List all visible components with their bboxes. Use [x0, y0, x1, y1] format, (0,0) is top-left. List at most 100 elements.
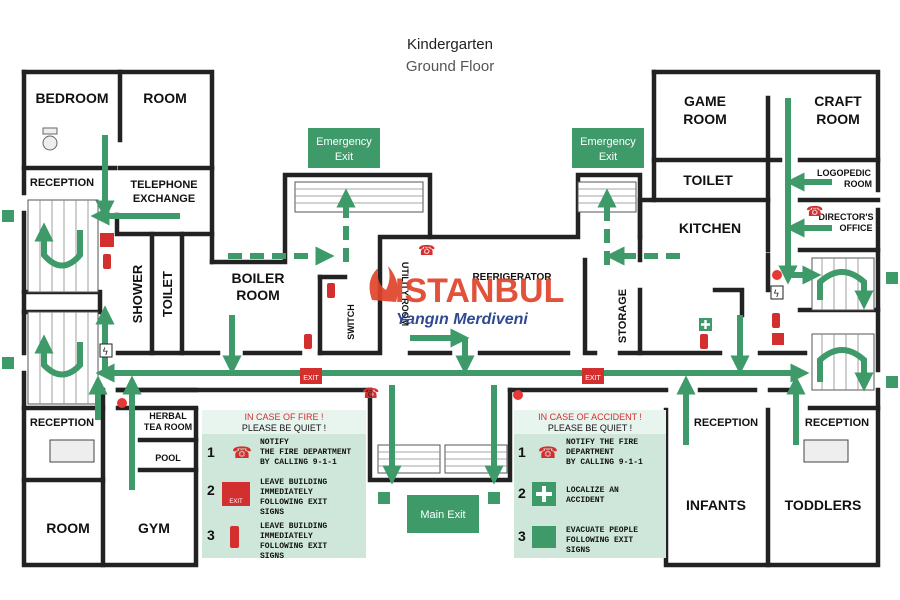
label-herbal-1: HERBAL	[149, 411, 187, 421]
running-man-icon	[378, 492, 390, 504]
svg-text:NOTIFY THE FIRE: NOTIFY THE FIRE	[566, 438, 638, 447]
svg-text:IMMEDIATELY: IMMEDIATELY	[260, 532, 313, 541]
label-reception-top-left: RECEPTION	[30, 177, 94, 189]
alarm-bell-icon	[513, 390, 523, 400]
emergency-exit-right: Emergency Exit	[572, 128, 644, 168]
svg-text:NOTIFY: NOTIFY	[260, 438, 289, 447]
label-shower: SHOWER	[130, 264, 145, 323]
svg-text:2: 2	[207, 482, 215, 498]
fire-alarm-icon	[772, 333, 784, 345]
label-refrigerator: REFRIGERATOR	[472, 272, 552, 283]
label-craft-2: ROOM	[816, 111, 860, 127]
svg-text:SIGNS: SIGNS	[260, 552, 284, 561]
svg-text:EXIT: EXIT	[229, 499, 243, 505]
accident-panel-quiet: PLEASE BE QUIET !	[548, 423, 632, 433]
label-storage: STORAGE	[617, 289, 629, 343]
svg-text:1: 1	[518, 444, 526, 460]
plan-subtitle: Ground Floor	[405, 58, 495, 75]
label-boiler-2: ROOM	[236, 287, 280, 303]
electrical-hazard-icon: ϟ	[770, 285, 784, 300]
label-reception-mid-right: RECEPTION	[694, 417, 758, 429]
phone-icon: ☎	[806, 204, 823, 220]
label-directors-2: OFFICE	[840, 223, 873, 233]
phone-icon: ☎	[538, 443, 558, 462]
evacuation-routes	[34, 98, 874, 490]
toilet-icon	[42, 127, 58, 151]
safety-icons: ☎ ☎ ☎ ϟ ϟ EXIT EXIT	[2, 127, 898, 504]
svg-text:BY CALLING 9-1-1: BY CALLING 9-1-1	[566, 458, 643, 467]
svg-text:EXIT: EXIT	[303, 375, 319, 382]
svg-text:SIGNS: SIGNS	[566, 546, 590, 555]
label-kitchen: KITCHEN	[679, 220, 741, 236]
label-reception-right: RECEPTION	[805, 417, 869, 429]
walls	[21, 69, 881, 568]
svg-text:FOLLOWING EXIT: FOLLOWING EXIT	[260, 498, 327, 507]
svg-text:LEAVE BUILDING: LEAVE BUILDING	[260, 478, 327, 487]
label-pool: POOL	[155, 453, 181, 463]
label-bedroom: BEDROOM	[35, 90, 108, 106]
svg-text:ϟ: ϟ	[102, 347, 109, 358]
label-gym: GYM	[138, 520, 170, 536]
svg-text:ACCIDENT: ACCIDENT	[566, 496, 605, 505]
accident-panel-title: IN CASE OF ACCIDENT !	[538, 412, 642, 422]
svg-text:EVACUATE PEOPLE: EVACUATE PEOPLE	[566, 526, 638, 535]
phone-icon: ☎	[418, 243, 435, 259]
label-infants: INFANTS	[686, 497, 746, 513]
label-utility: UTILITY ROOM	[400, 262, 410, 326]
running-man-icon	[2, 357, 14, 369]
fire-extinguisher-icon	[304, 334, 312, 349]
alarm-bell-icon	[772, 270, 782, 280]
label-toilet-left: TOILET	[160, 271, 175, 317]
running-man-icon	[488, 492, 500, 504]
svg-text:3: 3	[207, 527, 215, 543]
svg-text:Main Exit: Main Exit	[420, 509, 465, 521]
label-logopedic-1: LOGOPEDIC	[817, 168, 872, 178]
svg-text:3: 3	[518, 528, 526, 544]
label-game-1: GAME	[684, 93, 726, 109]
watermark-line1: ISTANBUL	[395, 272, 564, 310]
phone-icon: ☎	[362, 386, 379, 402]
svg-text:ϟ: ϟ	[773, 289, 780, 300]
label-reception-left: RECEPTION	[30, 417, 94, 429]
running-man-icon	[2, 210, 14, 222]
label-room-bottom: ROOM	[46, 520, 90, 536]
exit-sign-icon: EXIT	[300, 368, 322, 384]
label-room-top: ROOM	[143, 90, 187, 106]
label-telephone-1: TELEPHONE	[130, 179, 197, 191]
fire-extinguisher-icon	[700, 334, 708, 349]
svg-text:Emergency: Emergency	[316, 136, 372, 148]
svg-text:THE FIRE DEPARTMENT: THE FIRE DEPARTMENT	[260, 448, 351, 457]
first-aid-cross	[536, 486, 552, 502]
fire-extinguisher-icon	[327, 283, 335, 298]
svg-text:LEAVE BUILDING: LEAVE BUILDING	[260, 522, 327, 531]
fire-extinguisher-icon	[103, 254, 111, 269]
main-exit: Main Exit	[407, 495, 479, 533]
watermark-line2: Yangın Merdiveni	[396, 311, 528, 328]
fire-panel-quiet: PLEASE BE QUIET !	[242, 423, 326, 433]
running-man-icon	[886, 376, 898, 388]
plan-title: Kindergarten	[407, 36, 493, 53]
svg-text:Exit: Exit	[335, 151, 353, 163]
accident-instructions-panel: IN CASE OF ACCIDENT ! PLEASE BE QUIET ! …	[514, 410, 666, 558]
svg-text:DEPARTMENT: DEPARTMENT	[566, 448, 614, 457]
svg-text:☎: ☎	[418, 243, 435, 259]
svg-text:FOLLOWING EXIT: FOLLOWING EXIT	[566, 536, 633, 545]
label-telephone-2: EXCHANGE	[133, 193, 195, 205]
electrical-hazard-icon: ϟ	[99, 343, 113, 358]
watermark-logo: ISTANBUL Yangın Merdiveni	[369, 266, 564, 328]
svg-text:Exit: Exit	[599, 151, 617, 163]
svg-text:2: 2	[518, 485, 526, 501]
fire-instructions-panel: IN CASE OF FIRE ! PLEASE BE QUIET ! 1 ☎ …	[202, 410, 366, 561]
svg-text:EXIT: EXIT	[585, 375, 601, 382]
sink-icon	[49, 439, 95, 463]
label-directors-1: DIRECTOR'S	[819, 212, 874, 222]
svg-text:Emergency: Emergency	[580, 136, 636, 148]
label-craft-1: CRAFT	[814, 93, 862, 109]
fire-extinguisher-icon	[230, 526, 239, 548]
phone-icon: ☎	[232, 443, 252, 462]
emergency-exit-left: Emergency Exit	[308, 128, 380, 168]
svg-text:☎: ☎	[362, 386, 379, 402]
fire-extinguisher-icon	[772, 313, 780, 328]
exit-sign-icon: EXIT	[582, 368, 604, 384]
